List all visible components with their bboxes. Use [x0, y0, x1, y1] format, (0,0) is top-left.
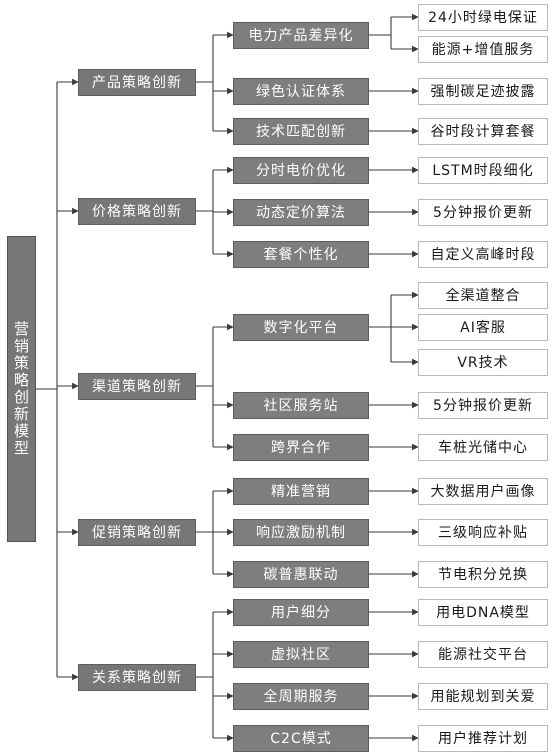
measure-node: 跨界合作: [233, 433, 369, 461]
measure-node: 碳普惠联动: [233, 560, 369, 588]
measure-node: 电力产品差异化: [233, 21, 369, 49]
strategy-node: 渠道策略创新: [78, 372, 196, 400]
detail-node: 能源社交平台: [418, 640, 548, 668]
detail-node: 三级响应补贴: [418, 518, 548, 546]
detail-node: 谷时段计算套餐: [418, 117, 548, 145]
detail-node: VR技术: [418, 348, 548, 376]
detail-node: 强制碳足迹披露: [418, 77, 548, 105]
measure-node: 用户细分: [233, 598, 369, 626]
detail-node: 5分钟报价更新: [418, 198, 548, 226]
measure-node: 全周期服务: [233, 682, 369, 710]
measure-node: 动态定价算法: [233, 198, 369, 226]
measure-node: 分时电价优化: [233, 156, 369, 184]
detail-node: 24小时绿电保证: [418, 3, 548, 31]
detail-node: 节电积分兑换: [418, 560, 548, 588]
root-node-marketing-model: 营销策略创新模型: [7, 236, 36, 542]
detail-node: 全渠道整合: [418, 281, 548, 309]
strategy-node: 关系策略创新: [78, 663, 196, 691]
detail-node: 能源+增值服务: [418, 35, 548, 63]
measure-node: 精准营销: [233, 477, 369, 505]
detail-node: 自定义高峰时段: [418, 240, 548, 268]
detail-node: AI客服: [418, 313, 548, 341]
strategy-node: 产品策略创新: [78, 68, 196, 96]
detail-node: 车桩光储中心: [418, 433, 548, 461]
measure-node: 虚拟社区: [233, 640, 369, 668]
measure-node: 套餐个性化: [233, 240, 369, 268]
measure-node: 社区服务站: [233, 391, 369, 419]
detail-node: 用电DNA模型: [418, 598, 548, 626]
measure-node: C2C模式: [233, 724, 369, 752]
measure-node: 响应激励机制: [233, 518, 369, 546]
detail-node: 用户推荐计划: [418, 724, 548, 752]
detail-node: 5分钟报价更新: [418, 391, 548, 419]
strategy-node: 促销策略创新: [78, 518, 196, 546]
strategy-node: 价格策略创新: [78, 197, 196, 225]
measure-node: 绿色认证体系: [233, 77, 369, 105]
detail-node: LSTM时段细化: [418, 156, 548, 184]
measure-node: 数字化平台: [233, 313, 369, 341]
detail-node: 大数据用户画像: [418, 477, 548, 505]
detail-node: 用能规划到关爱: [418, 682, 548, 710]
measure-node: 技术匹配创新: [233, 117, 369, 145]
